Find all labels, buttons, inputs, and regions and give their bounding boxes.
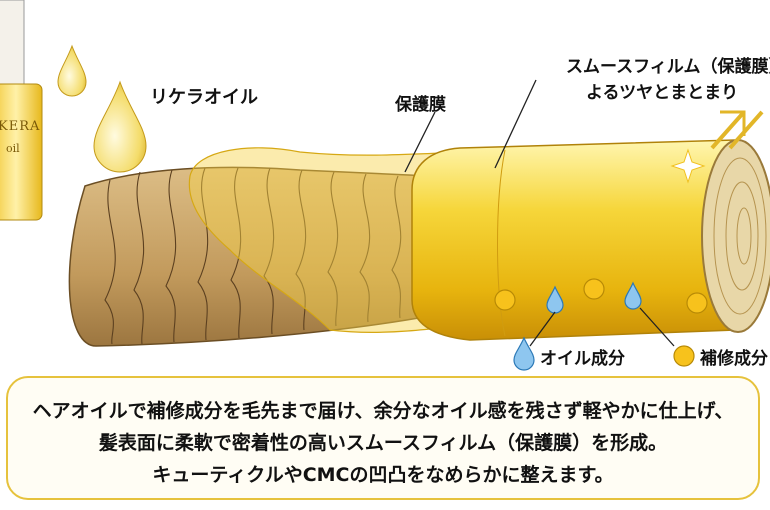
cross-section-rings: [713, 157, 767, 315]
oil-bottle-image: [0, 0, 43, 221]
smooth-film-label-line2: よるツヤとまとまり: [586, 83, 739, 103]
smooth-film-tube: [411, 139, 736, 341]
oil-component-legend-label: オイル成分: [540, 349, 625, 369]
oil-component-legend-icon: [513, 336, 535, 371]
small-oil-drop-icon: [57, 44, 87, 97]
protective-film-label: 保護膜: [395, 95, 446, 115]
description-callout: ヘアオイルで補修成分を毛先まで届け、余分なオイル感を残さず軽やかに仕上げ、 髪表…: [6, 376, 760, 500]
tube-seam: [497, 149, 506, 337]
callout-line-1: ヘアオイルで補修成分を毛先まで届け、余分なオイル感を残さず軽やかに仕上げ、: [32, 400, 734, 422]
repair-component-legend-icon: [673, 345, 695, 367]
bottle-sub-text: oil: [6, 142, 20, 155]
large-oil-drop-icon: [93, 80, 147, 173]
shine-arrows-icon: [710, 110, 764, 150]
sparkle-icon: [670, 148, 706, 184]
repair-component-legend-label: 補修成分: [700, 349, 768, 369]
callout-line-3: キューティクルやCMCの凹凸をなめらかに整えます。: [152, 464, 614, 486]
leader-lines: [404, 79, 675, 347]
callout-line-2: 髪表面に柔軟で密着性の高いスムースフィルム（保護膜）を形成。: [98, 432, 668, 454]
bottle-brand-text: KERA: [0, 119, 40, 134]
hair-shaft: [68, 166, 431, 347]
cuticle-lines: [104, 167, 402, 345]
oil-label: リケラオイル: [150, 87, 258, 108]
repair-component-balls: [494, 278, 708, 314]
hair-cross-section: [701, 139, 770, 333]
smooth-film-label-line1: スムースフィルム（保護膜）: [566, 57, 770, 77]
